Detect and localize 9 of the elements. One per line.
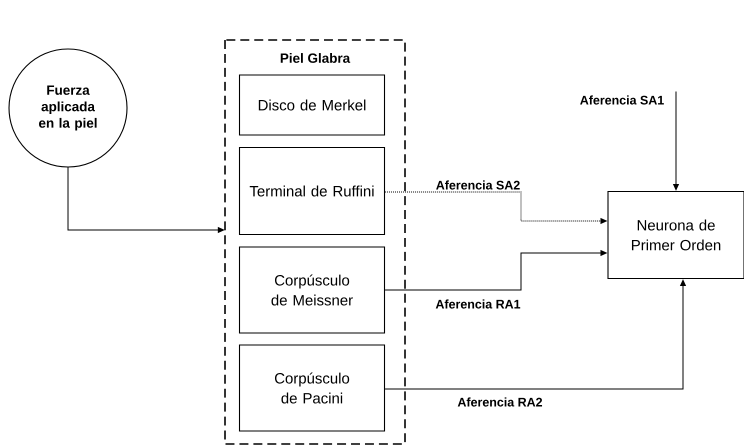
edge-label: Aferencia SA1	[580, 95, 664, 105]
receptor-box: Corpúsculo de Meissner	[238, 246, 386, 334]
edge-label: Aferencia RA1	[436, 299, 520, 309]
receptor-box: Disco de Merkel	[238, 74, 386, 136]
edge-label: Aferencia RA2	[458, 397, 542, 407]
neuron-box: Neurona de Primer Orden	[607, 190, 744, 280]
receptor-box: Terminal de Ruffini	[238, 146, 386, 236]
edge-label: Aferencia SA2	[436, 180, 520, 190]
receptor-box: Corpúsculo de Pacini	[238, 344, 386, 432]
